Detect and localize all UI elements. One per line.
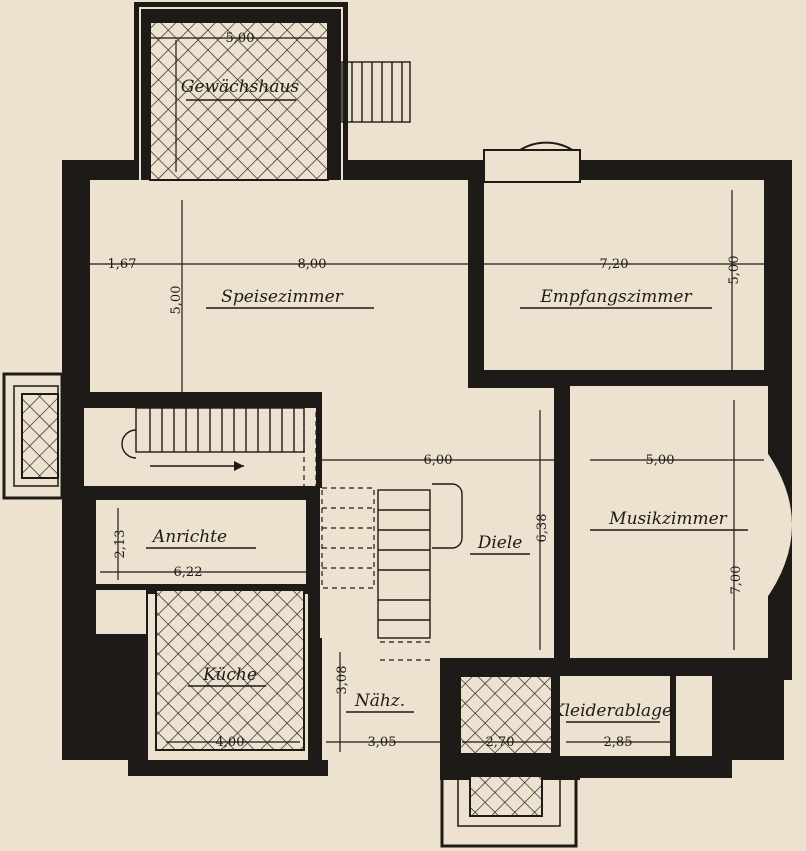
label-kleiderablage: Kleiderablage xyxy=(551,701,672,721)
label-speisezimmer: Speisezimmer xyxy=(221,287,344,307)
dim-167: 1,67 xyxy=(108,257,137,272)
label-musikzimmer: Musikzimmer xyxy=(608,509,728,529)
dim-700: 7,00 xyxy=(729,566,744,595)
dim-213: 2,13 xyxy=(113,530,128,559)
dim-800: 8,00 xyxy=(298,257,327,272)
dim-empf-depth: 5,00 xyxy=(727,256,742,285)
dimension-labels: 5,00 1,67 8,00 5,00 7,20 5,00 6,00 6,38 … xyxy=(108,31,744,750)
main-stair xyxy=(121,407,317,486)
dim-600: 6,00 xyxy=(424,453,453,468)
dim-638: 6,38 xyxy=(535,514,550,543)
dim-greenhouse-width: 5,00 xyxy=(226,31,255,46)
spiral-stair xyxy=(483,141,581,183)
dim-720: 7,20 xyxy=(600,257,629,272)
hatched-areas xyxy=(21,21,553,817)
label-anrichte: Anrichte xyxy=(151,527,227,547)
dim-305: 3,05 xyxy=(368,735,397,750)
label-naehz: Nähz. xyxy=(354,691,405,711)
greenhouse-steps xyxy=(341,61,411,123)
dim-musik-width: 5,00 xyxy=(646,453,675,468)
left-terrace xyxy=(2,372,64,500)
inner-stair xyxy=(321,483,463,661)
dim-308: 3,08 xyxy=(335,666,350,695)
dim-kueche-width: 4,00 xyxy=(216,735,245,750)
room-labels: Gewächshaus Speisezimmer Empfangszimmer … xyxy=(146,77,748,723)
label-kueche: Küche xyxy=(202,665,257,685)
dim-270: 2,70 xyxy=(486,735,515,750)
dim-285: 2,85 xyxy=(604,735,633,750)
dim-622: 6,22 xyxy=(174,565,203,580)
dimension-lines xyxy=(88,37,764,752)
label-empfangszimmer: Empfangszimmer xyxy=(539,287,692,307)
label-diele: Diele xyxy=(477,533,523,553)
entrance-steps xyxy=(440,758,578,848)
label-gewaechshaus: Gewächshaus xyxy=(181,77,300,97)
dim-speise-depth: 5,00 xyxy=(169,286,184,315)
